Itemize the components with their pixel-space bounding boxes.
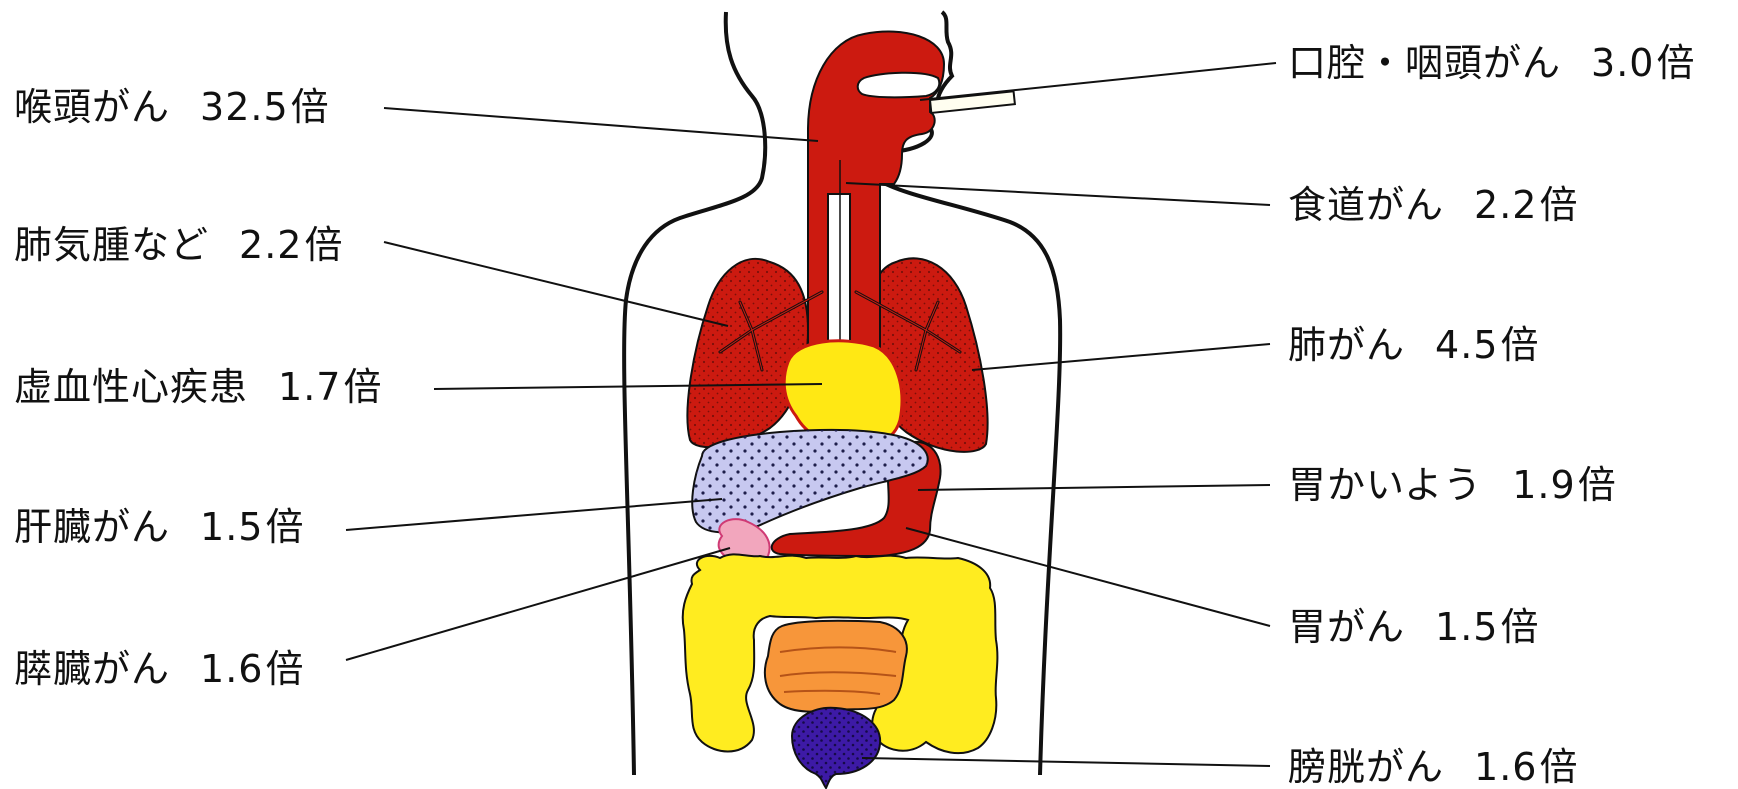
label-esophageal-cancer: 食道がん 2.2倍 xyxy=(1288,186,1578,224)
label-ratio: 1.9 xyxy=(1512,463,1575,507)
label-unit: 倍 xyxy=(291,85,330,129)
label-unit: 倍 xyxy=(343,365,382,409)
label-larynx-cancer: 喉頭がん 32.5倍 xyxy=(14,88,330,126)
small-intestine xyxy=(765,621,907,712)
leader-bladder xyxy=(862,758,1270,766)
label-name: 食道がん xyxy=(1288,183,1444,227)
label-ratio: 1.5 xyxy=(1435,605,1498,649)
label-unit: 倍 xyxy=(265,505,304,549)
label-stomach-ulcer: 胃かいよう 1.9倍 xyxy=(1288,466,1617,504)
label-name: 肺がん xyxy=(1288,323,1405,367)
label-name: 胃かいよう xyxy=(1288,463,1482,507)
label-name: 肝臓がん xyxy=(14,505,170,549)
label-unit: 倍 xyxy=(304,223,343,267)
leader-oral-pharynx xyxy=(920,63,1276,100)
label-ischemic-heart-disease: 虚血性心疾患 1.7倍 xyxy=(14,368,382,406)
label-name: 胃がん xyxy=(1288,605,1405,649)
label-ratio: 1.5 xyxy=(200,505,263,549)
label-name: 膵臓がん xyxy=(14,647,170,691)
label-unit: 倍 xyxy=(1500,323,1539,367)
label-name: 喉頭がん xyxy=(14,85,170,129)
label-lung-cancer: 肺がん 4.5倍 xyxy=(1288,326,1539,364)
label-ratio: 2.2 xyxy=(239,223,302,267)
label-name: 肺気腫など xyxy=(14,223,209,267)
label-ratio: 2.2 xyxy=(1474,183,1537,227)
label-unit: 倍 xyxy=(1578,463,1617,507)
leader-emphysema xyxy=(384,242,728,326)
label-bladder-cancer: 膀胱がん 1.6倍 xyxy=(1288,748,1578,786)
label-unit: 倍 xyxy=(1656,41,1695,85)
label-ratio: 1.6 xyxy=(200,647,263,691)
label-ratio: 4.5 xyxy=(1435,323,1498,367)
label-stomach-cancer: 胃がん 1.5倍 xyxy=(1288,608,1539,646)
label-name: 口腔・咽頭がん xyxy=(1288,41,1561,85)
label-ratio: 1.6 xyxy=(1474,745,1537,789)
leader-pancreas xyxy=(346,548,730,660)
label-oral-pharyngeal-cancer: 口腔・咽頭がん 3.0倍 xyxy=(1288,44,1695,82)
label-name: 虚血性心疾患 xyxy=(14,365,248,409)
leader-stomach-ulcer xyxy=(918,485,1270,490)
label-pancreatic-cancer: 膵臓がん 1.6倍 xyxy=(14,650,304,688)
label-unit: 倍 xyxy=(1539,183,1578,227)
leader-larynx xyxy=(384,108,818,141)
label-name: 膀胱がん xyxy=(1288,745,1444,789)
label-unit: 倍 xyxy=(265,647,304,691)
label-ratio: 1.7 xyxy=(278,365,341,409)
label-liver-cancer: 肝臓がん 1.5倍 xyxy=(14,508,304,546)
label-unit: 倍 xyxy=(1539,745,1578,789)
label-ratio: 32.5 xyxy=(200,85,289,129)
mouth-opening xyxy=(858,73,940,98)
label-unit: 倍 xyxy=(1500,605,1539,649)
label-emphysema: 肺気腫など 2.2倍 xyxy=(14,226,343,264)
leader-liver xyxy=(346,499,722,530)
label-ratio: 3.0 xyxy=(1591,41,1654,85)
leader-lung xyxy=(972,344,1270,370)
